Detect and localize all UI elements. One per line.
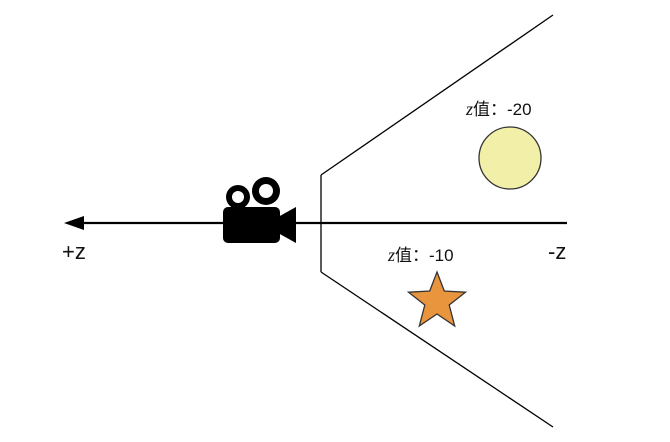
positive-z-label: +z <box>62 239 86 264</box>
camera-body <box>223 207 280 243</box>
negative-z-label: -z <box>548 239 566 264</box>
sphere-z-value-label: z值：-20 <box>465 99 532 119</box>
star-object <box>406 270 468 328</box>
sphere-object <box>478 126 542 190</box>
sphere-z-value: 值：-20 <box>473 100 532 119</box>
z-axis <box>64 216 567 230</box>
camera-lens <box>278 207 296 243</box>
z-axis-arrowhead <box>64 216 84 230</box>
view-frustum <box>320 14 554 428</box>
star-z-value-label: z值：-10 <box>387 245 454 265</box>
sphere-z-var: z <box>465 99 473 119</box>
star-z-var: z <box>387 245 395 265</box>
frustum-bottom-edge <box>320 271 554 428</box>
star-z-value: 值：-10 <box>395 246 454 265</box>
frustum-top-edge <box>320 14 554 176</box>
movie-camera-icon <box>223 177 296 243</box>
